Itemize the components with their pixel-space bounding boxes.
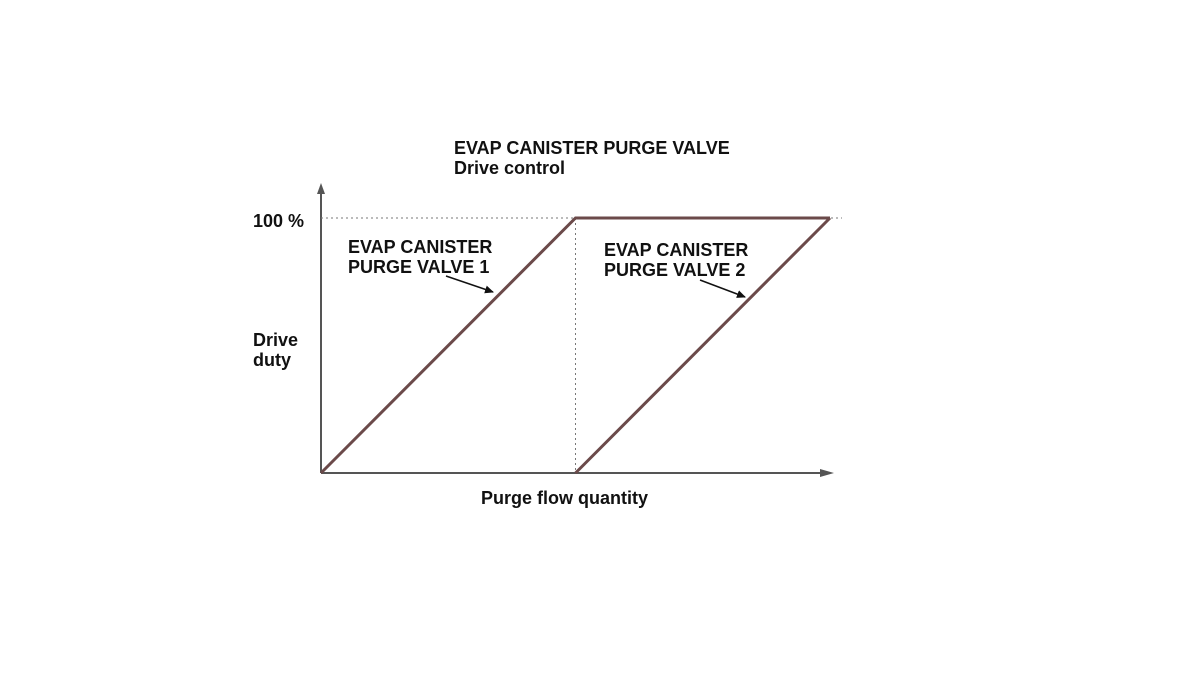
y-tick-label-100: 100 % — [253, 211, 304, 231]
series-layer — [319, 216, 832, 475]
chart-subtitle: Drive control — [454, 158, 565, 178]
x-axis-label: Purge flow quantity — [481, 488, 648, 508]
x-axis-arrowhead — [820, 469, 834, 477]
y-axis-label-line-1: Drive — [253, 330, 298, 350]
y-axis-label-line-2: duty — [253, 350, 291, 370]
leader-arrows — [445, 275, 746, 298]
series-2-label-line-1: EVAP CANISTER — [604, 240, 748, 260]
y-axis-arrowhead — [317, 183, 325, 194]
series-1-label-line-2: PURGE VALVE 1 — [348, 257, 489, 277]
axes — [317, 183, 834, 477]
series-2-line — [574, 216, 832, 475]
series-2-leader-arrow — [699, 279, 746, 298]
series-1-line — [319, 216, 830, 475]
series-1-label-line-1: EVAP CANISTER — [348, 237, 492, 257]
series-2-label-line-2: PURGE VALVE 2 — [604, 260, 745, 280]
series-1-leader-arrow — [445, 275, 494, 294]
chart-title: EVAP CANISTER PURGE VALVE — [454, 138, 730, 158]
